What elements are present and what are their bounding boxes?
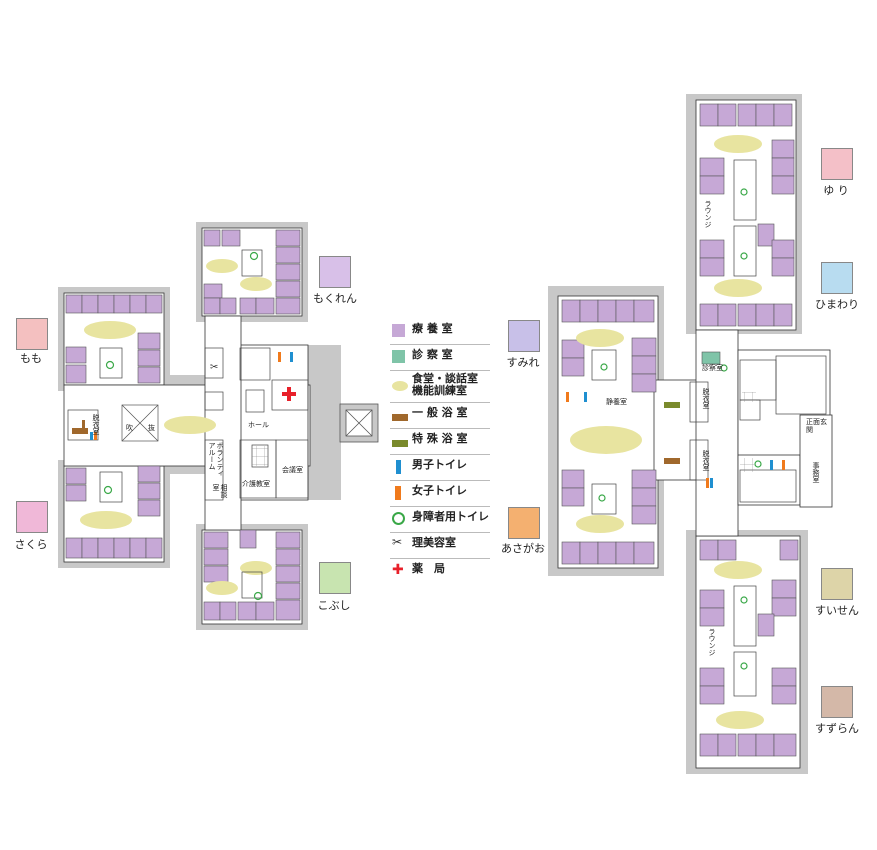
left-wheelchair-icon-2 xyxy=(103,485,113,495)
exam-room-fill xyxy=(701,351,721,365)
legend-row-yakkyoku: ✚ 薬 局 xyxy=(392,562,445,578)
scissors-icon: ✂ xyxy=(392,535,403,549)
ward-label-himawari: ひまわり xyxy=(815,298,859,311)
purple-square-icon xyxy=(392,324,405,337)
ward-label-kobushi: こぶし xyxy=(317,599,351,612)
room-label-lounge-1: ラウンジ xyxy=(704,200,712,228)
room-label-kaigo: 介護教室 xyxy=(242,480,270,488)
legend-row-biyou: ✂ 理美容室 xyxy=(390,532,490,559)
room-label-volunteer: ボランティアルーム xyxy=(208,442,224,477)
legend-row-wheelchair-toilet: 身障者用トイレ xyxy=(390,506,490,533)
suisen-flower-icon xyxy=(821,568,853,600)
left-wheelchair-icon-4 xyxy=(253,591,263,601)
legend-row-shokudou: 食堂・談話室機能訓練室 xyxy=(390,370,490,403)
room-label-shinsatsu: 診察室 xyxy=(702,364,723,372)
momo-flower-icon xyxy=(16,318,48,350)
room-label-datsui-r1: 脱衣室 xyxy=(702,388,710,409)
ward-label-sakura: さくら xyxy=(14,538,48,551)
male-toilet-icon xyxy=(396,460,401,474)
asagao-flower-icon xyxy=(508,507,540,539)
room-label-jimu: 事務室 xyxy=(812,462,820,483)
green-square-icon xyxy=(392,350,405,363)
female-toilet-icon xyxy=(395,486,401,500)
legend-row-female-toilet: 女子トイレ xyxy=(390,480,490,507)
left-toilets-icon xyxy=(278,352,293,362)
legend-row-shinsatsu: 診 察 室 xyxy=(390,344,490,371)
ward-label-sumire: すみれ xyxy=(506,356,540,369)
left-wheelchair-icon-3 xyxy=(249,251,259,261)
ward-label-momo: もも xyxy=(20,352,42,365)
ward-label-asagao: あさがお xyxy=(501,542,545,555)
wheelchair-icon xyxy=(392,512,405,525)
legend-row-male-toilet: 男子トイレ xyxy=(390,454,490,481)
right-toilets-icon-1 xyxy=(566,392,587,402)
kobushi-flower-icon xyxy=(319,562,351,594)
ward-label-mokuren: もくれん xyxy=(313,292,357,305)
left-toilets-icon-2 xyxy=(90,432,97,440)
right-building xyxy=(548,94,833,774)
legend-row-ryouyou: 療 養 室 xyxy=(390,318,490,345)
room-label-datsui-r2: 脱衣室 xyxy=(702,450,710,471)
room-label-fukinuke-2: 抜 xyxy=(148,424,155,432)
right-bath-icon-2 xyxy=(664,458,680,464)
room-label-lounge-2: ラウンジ xyxy=(708,628,716,656)
ward-label-yuri: ゆ り xyxy=(823,184,849,197)
yuri-flower-icon xyxy=(821,148,853,180)
room-label-hall: ホール xyxy=(248,421,269,429)
special-bath-icon xyxy=(392,440,408,447)
left-bath-icon xyxy=(72,420,88,434)
right-toilets-icon-2 xyxy=(706,460,785,488)
yellow-ellipse-icon xyxy=(392,381,408,391)
right-bath-icon-1 xyxy=(664,402,680,408)
legend-row-ippan-yoku: 一 般 浴 室 xyxy=(390,402,490,429)
ward-label-suisen: すいせん xyxy=(815,604,859,617)
ward-label-suzuran: すずらん xyxy=(815,722,859,735)
right-wheelchair-icons xyxy=(598,188,762,670)
room-label-fukinuke-1: 吹 xyxy=(126,424,133,432)
scissors-icon: ✂ xyxy=(210,362,218,373)
mokuren-flower-icon xyxy=(319,256,351,288)
himawari-flower-icon xyxy=(821,262,853,294)
room-label-kaigi: 会議室 xyxy=(282,466,303,474)
left-building: ✂ xyxy=(58,222,379,630)
left-wheelchair-icon-1 xyxy=(105,360,115,370)
room-label-datsui-left: 脱衣室 xyxy=(92,414,100,435)
room-label-soudan: 相談室 xyxy=(212,484,228,498)
pharmacy-cross-icon xyxy=(282,387,296,401)
bath-icon xyxy=(392,414,408,421)
suzuran-flower-icon xyxy=(821,686,853,718)
room-label-shoumen: 正面玄関 xyxy=(806,418,827,434)
legend-row-tokushu-yoku: 特 殊 浴 室 xyxy=(390,428,490,455)
sumire-flower-icon xyxy=(508,320,540,352)
sakura-flower-icon xyxy=(16,501,48,533)
room-label-seiyou: 静養室 xyxy=(606,398,627,406)
red-cross-icon: ✚ xyxy=(392,562,404,578)
